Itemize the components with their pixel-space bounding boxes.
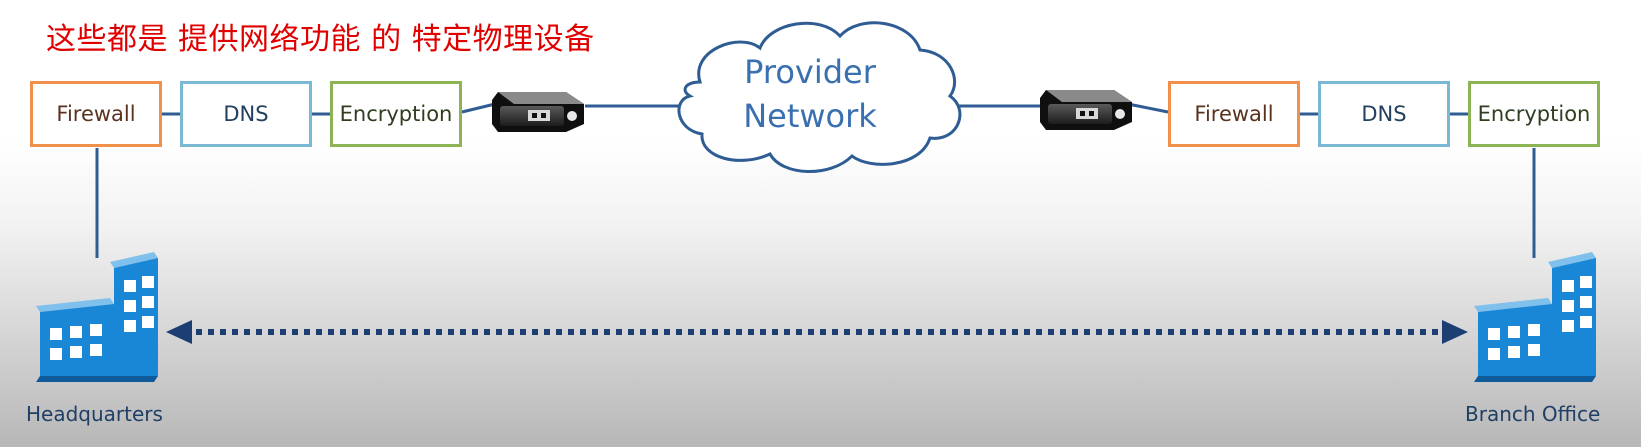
- left-encryption-box: Encryption: [330, 81, 462, 147]
- building-icon: [1474, 252, 1596, 382]
- provider-network-label: Provider Network: [700, 50, 920, 138]
- site-link: [166, 320, 1468, 344]
- cloud-icon: [677, 21, 962, 173]
- branch-office-label: Branch Office: [1465, 402, 1601, 426]
- right-encryption-box: Encryption: [1468, 81, 1600, 147]
- headquarters-label: Headquarters: [26, 402, 163, 426]
- building-icon: [36, 252, 158, 382]
- cloud-label-line2: Network: [743, 97, 877, 135]
- router-icon: [492, 92, 584, 132]
- left-dns-box: DNS: [180, 81, 312, 147]
- left-firewall-box: Firewall: [30, 81, 162, 147]
- device-connectors: [95, 102, 1536, 258]
- router-icon: [1040, 90, 1132, 130]
- overlay-caption: 这些都是 提供网络功能 的 特定物理设备: [46, 22, 595, 57]
- right-firewall-box: Firewall: [1168, 81, 1300, 147]
- right-dns-box: DNS: [1318, 81, 1450, 147]
- cloud-label-line1: Provider: [744, 53, 876, 91]
